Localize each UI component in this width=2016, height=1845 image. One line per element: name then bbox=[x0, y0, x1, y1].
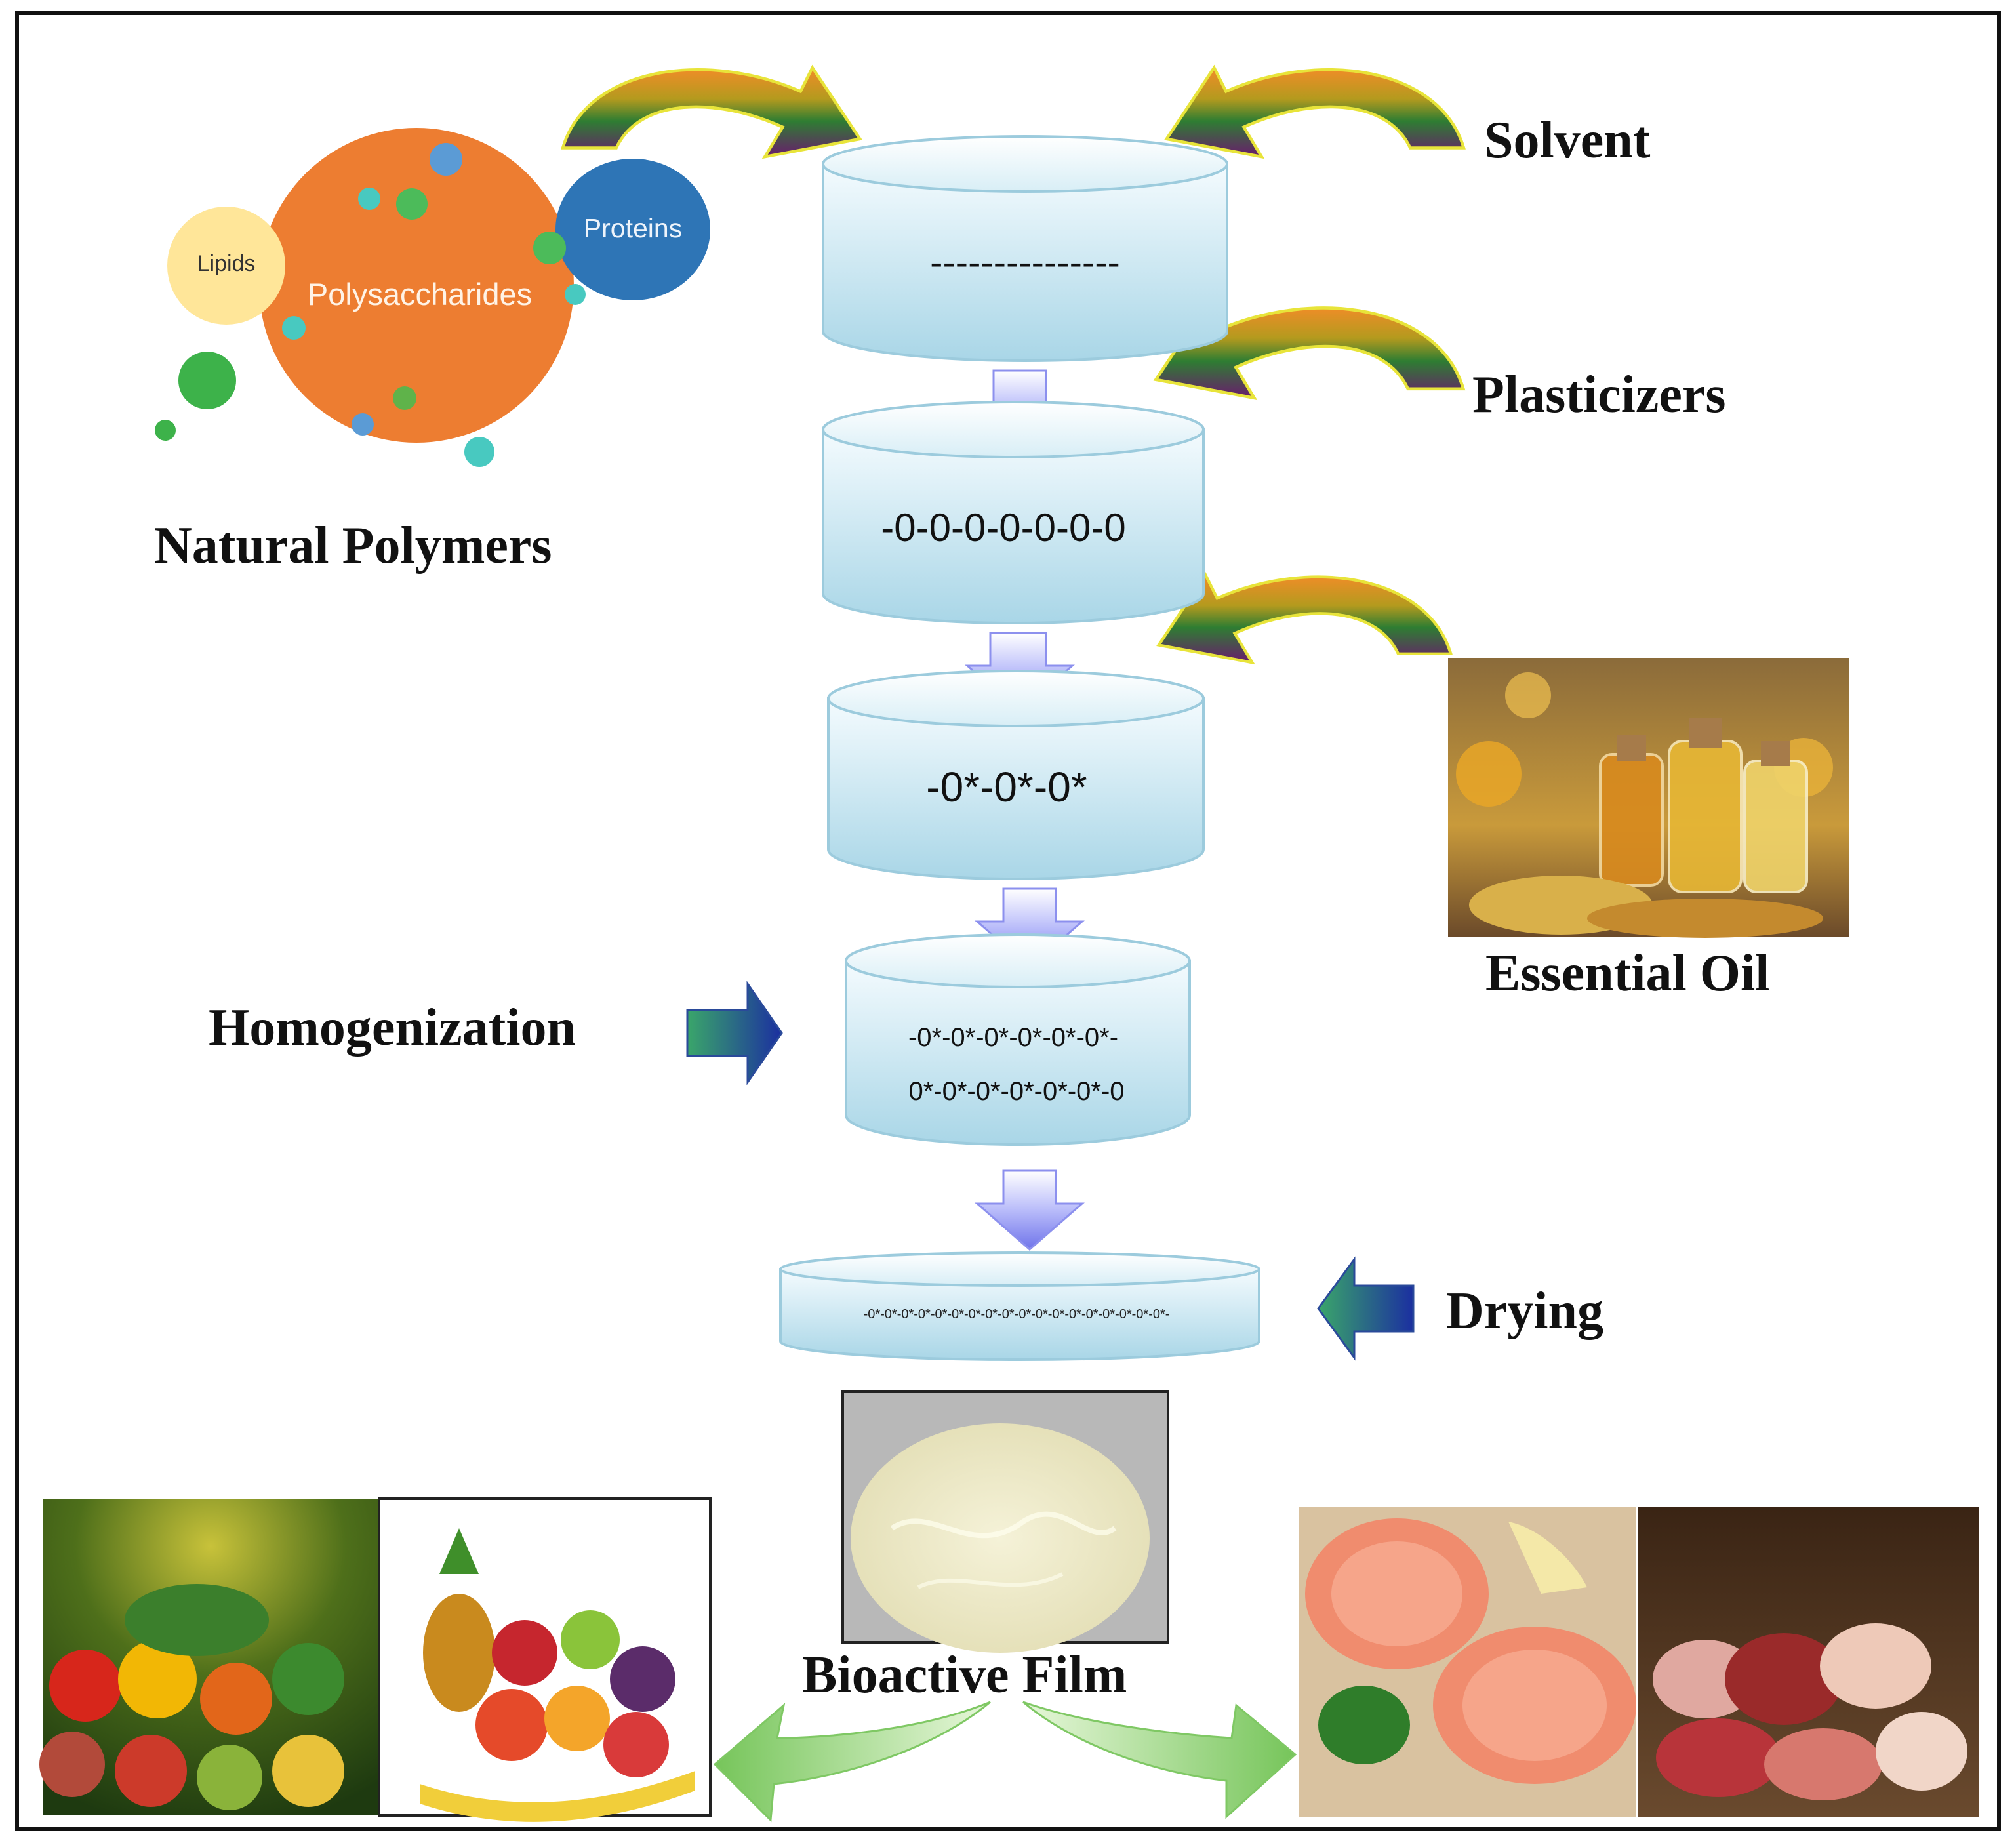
container-1-content: --------------- bbox=[930, 241, 1120, 284]
solvent-label: Solvent bbox=[1484, 112, 1651, 169]
small-dot bbox=[430, 143, 462, 176]
container-4-line-1: -0*-0*-0*-0*-0*-0*- bbox=[908, 1023, 1118, 1052]
small-dot bbox=[282, 316, 306, 340]
small-dot bbox=[533, 232, 566, 264]
natural-polymers-label: Natural Polymers bbox=[154, 517, 552, 575]
container-2-content: -0-0-0-0-0-0-0 bbox=[881, 506, 1125, 550]
polysaccharides-circle bbox=[259, 128, 574, 443]
salmon-photo bbox=[1299, 1507, 1636, 1817]
left-arrow-icon bbox=[713, 1701, 991, 1823]
essential-oil-photo bbox=[1448, 658, 1849, 938]
container-plasticizers: -0-0-0-0-0-0-0 bbox=[822, 401, 1205, 624]
container-4-line-2: 0*-0*-0*-0*-0*-0*-0 bbox=[908, 1077, 1124, 1106]
polysaccharides-label: Polysaccharides bbox=[308, 277, 532, 312]
vegetables-photo bbox=[39, 1499, 378, 1815]
container-solvent: --------------- bbox=[822, 135, 1228, 362]
down-arrow-icon bbox=[975, 1169, 1085, 1251]
petri-dish: -0*-0*-0*-0*-0*-0*-0*-0*-0*-0*-0*-0*-0*-… bbox=[779, 1251, 1260, 1361]
small-dot bbox=[396, 188, 428, 220]
small-dot bbox=[155, 420, 176, 441]
small-dot bbox=[565, 284, 586, 305]
container-3-content: -0*-0*-0* bbox=[926, 763, 1087, 811]
dish-content: -0*-0*-0*-0*-0*-0*-0*-0*-0*-0*-0*-0*-0*-… bbox=[864, 1307, 1170, 1322]
proteins-label: Proteins bbox=[584, 213, 682, 243]
natural-polymers-cluster: Lipids Polysaccharides Proteins bbox=[155, 128, 710, 467]
small-dot bbox=[178, 352, 236, 409]
proteins-circle bbox=[555, 159, 710, 300]
bioactive-film-photo bbox=[841, 1390, 1169, 1653]
lipids-circle bbox=[167, 207, 285, 325]
drying-label: Drying bbox=[1446, 1282, 1603, 1340]
homogenization-label: Homogenization bbox=[209, 999, 576, 1057]
container-essential-oil: -0*-0*-0* bbox=[827, 670, 1205, 880]
bioactive-film-label: Bioactive Film bbox=[802, 1646, 1127, 1704]
small-dot bbox=[393, 386, 416, 410]
small-dot bbox=[352, 413, 374, 436]
fruits-photo bbox=[378, 1497, 712, 1822]
meat-photo bbox=[1638, 1507, 1979, 1817]
left-arrow-icon bbox=[1317, 1256, 1415, 1361]
essential-oil-label: Essential Oil bbox=[1485, 944, 1769, 1002]
plasticizers-label: Plasticizers bbox=[1472, 366, 1725, 424]
small-dot bbox=[358, 188, 380, 210]
small-dot bbox=[464, 437, 494, 467]
lipids-label: Lipids bbox=[197, 251, 256, 276]
right-arrow-icon bbox=[686, 981, 783, 1085]
container-homogenized: -0*-0*-0*-0*-0*-0*- 0*-0*-0*-0*-0*-0*-0 bbox=[845, 933, 1191, 1146]
right-arrow-icon bbox=[1022, 1701, 1297, 1819]
